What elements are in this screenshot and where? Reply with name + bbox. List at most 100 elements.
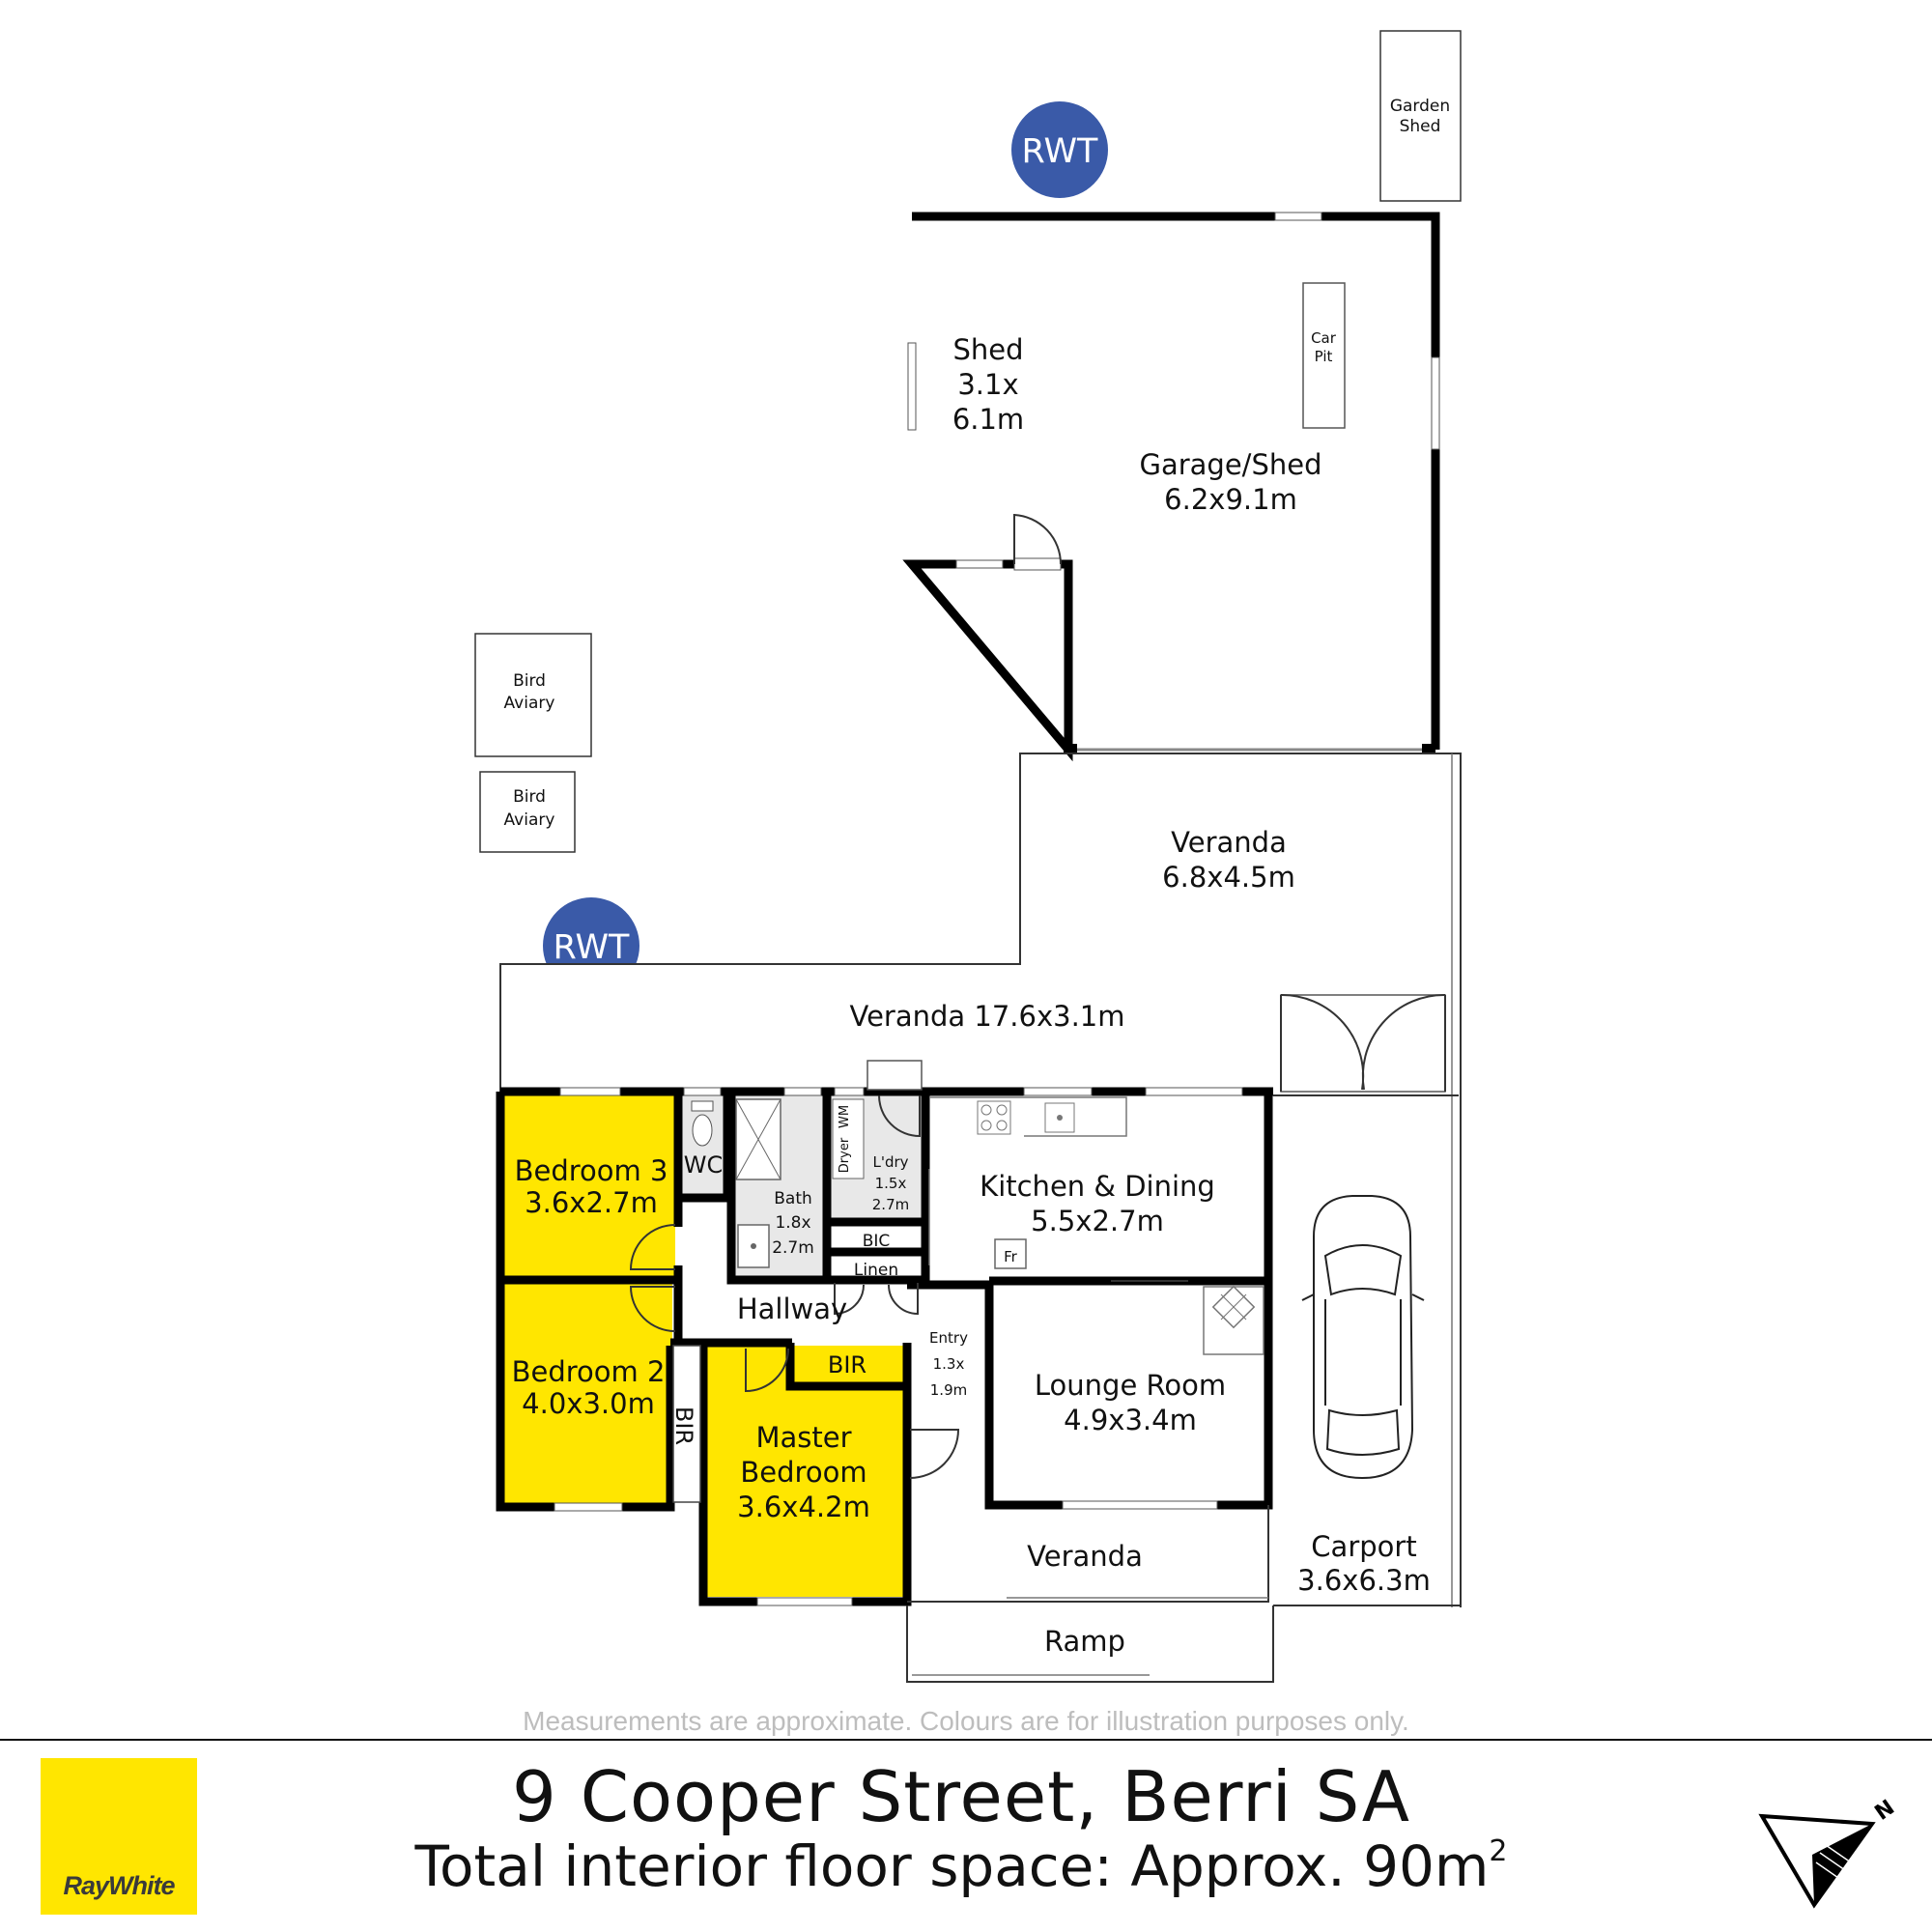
front-veranda-outline <box>907 1505 1269 1603</box>
bird-aviary-1-label: Bird <box>513 671 546 691</box>
hallway-label: Hallway <box>737 1293 847 1325</box>
garage-corner-right <box>1422 744 1435 753</box>
laundry-label-2: 1.5x <box>875 1175 907 1192</box>
veranda-upper-label: Veranda <box>1171 826 1287 859</box>
laundry-label-3: 2.7m <box>872 1196 909 1213</box>
laundry-door-swing <box>878 1094 921 1138</box>
svg-text:N: N <box>1871 1797 1899 1826</box>
bedroom-3-label-2: 3.6x2.7m <box>525 1186 658 1219</box>
bird-aviary-2-label-2: Aviary <box>504 810 555 830</box>
bic-label: BIC <box>863 1232 891 1251</box>
bedroom-2-door <box>629 1286 676 1332</box>
rwt-left-label: RWT <box>554 928 631 967</box>
fireplace-icon <box>1203 1285 1264 1355</box>
wc-label: WC <box>684 1151 724 1179</box>
cooktop-icon <box>977 1100 1011 1135</box>
car-pit <box>1302 282 1346 429</box>
raywhite-logo-text: RayWhite <box>63 1871 175 1900</box>
floor-space-unit-superscript: 2 <box>1489 1834 1508 1868</box>
entry-label: Entry <box>929 1329 968 1347</box>
garage-door-gap <box>1013 557 1062 571</box>
bedroom-3-fill <box>504 1094 675 1276</box>
lounge-label-2: 4.9x3.4m <box>1064 1404 1197 1436</box>
master-label-2: Bedroom <box>740 1456 867 1489</box>
carport-label: Carport <box>1311 1530 1416 1563</box>
car-pit-label: Car <box>1311 329 1337 347</box>
entry-door <box>909 1429 960 1479</box>
dryer-label: Dryer <box>838 1137 852 1173</box>
lounge-label: Lounge Room <box>1035 1369 1226 1402</box>
rainwater-tank-top <box>1011 101 1108 198</box>
fridge-label: Fr <box>1004 1248 1018 1265</box>
entry-label-3: 1.9m <box>930 1381 967 1399</box>
kitchen-label: Kitchen & Dining <box>980 1170 1215 1203</box>
shed-label-2: 3.1x <box>957 368 1018 401</box>
bath-label-2: 1.8x <box>775 1213 810 1233</box>
north-arrow-icon: N <box>1758 1797 1899 1909</box>
bedroom-2-bir <box>672 1345 701 1503</box>
rwt-top-label: RWT <box>1022 132 1099 171</box>
veranda-outline <box>499 753 1462 1607</box>
bedroom-2-label-2: 4.0x3.0m <box>522 1387 655 1420</box>
garden-shed <box>1379 30 1462 202</box>
rwt-left-mask <box>541 965 647 999</box>
veranda-long-label: Veranda 17.6x3.1m <box>849 1000 1124 1033</box>
garage-window-top-frame <box>1274 212 1322 221</box>
laundry-walls <box>831 1092 930 1285</box>
garage-label-2: 6.2x9.1m <box>1164 483 1297 516</box>
sink-icon <box>737 1224 770 1268</box>
bedroom-3-label: Bedroom 3 <box>515 1154 668 1187</box>
shower-icon <box>735 1098 781 1180</box>
garden-shed-label-2: Shed <box>1400 117 1441 136</box>
kitchen-bench <box>928 1096 1127 1265</box>
entry-label-2: 1.3x <box>933 1355 965 1373</box>
laundry-label: L'dry <box>872 1153 908 1171</box>
shed-label-3: 6.1m <box>952 403 1024 436</box>
bedroom-3-wall <box>500 1092 683 1343</box>
garage-window-right <box>1431 356 1440 450</box>
footer-divider <box>0 1739 1932 1741</box>
garage-corner-left <box>1064 744 1077 753</box>
bird-aviary-2 <box>479 771 576 853</box>
shed-label: Shed <box>952 333 1023 366</box>
car-icon <box>1301 1195 1425 1480</box>
bedroom-2-label: Bedroom 2 <box>512 1355 666 1388</box>
house-windows <box>554 1087 1243 1606</box>
bird-aviary-1 <box>474 633 592 757</box>
bird-aviary-1-label-2: Aviary <box>504 694 555 713</box>
wm-label: WM <box>838 1105 852 1128</box>
floor-space-text: Total interior floor space: Approx. 90m <box>414 1833 1490 1899</box>
bird-aviary-2-label: Bird <box>513 787 546 807</box>
dryer-wm-bench <box>832 1098 865 1179</box>
linen-label: Linen <box>854 1261 898 1280</box>
veranda-upper-label-2: 6.8x4.5m <box>1162 861 1295 894</box>
master-door <box>745 1348 789 1393</box>
kitchen-label-2: 5.5x2.7m <box>1031 1205 1164 1237</box>
property-address: 9 Cooper Street, Berri SA <box>512 1756 1410 1837</box>
car-pit-label-2: Pit <box>1315 348 1333 365</box>
toilet-icon <box>691 1100 714 1147</box>
front-veranda-label: Veranda <box>1027 1540 1143 1573</box>
fridge <box>994 1238 1027 1269</box>
garden-shed-label: Garden <box>1390 97 1450 116</box>
linen-doors <box>834 1283 919 1316</box>
floor-space: Total interior floor space: Approx. 90m2 <box>0 1833 1922 1899</box>
laundry-door-step <box>867 1060 923 1091</box>
ramp-outline <box>906 1605 1274 1683</box>
bir-master-label: BIR <box>828 1351 867 1378</box>
bath-label-3: 2.7m <box>772 1238 814 1258</box>
garage-window-bottom <box>955 559 1004 569</box>
bir-side-label: BIR <box>670 1406 697 1445</box>
garage-door-swing <box>1013 513 1063 565</box>
carport-outline <box>1273 1094 1461 1606</box>
raywhite-logo: RayWhite <box>41 1758 197 1915</box>
garage-window-left <box>907 342 917 431</box>
bedroom-3-door <box>629 1224 676 1270</box>
entry-walls <box>902 1280 989 1430</box>
ramp-label: Ramp <box>1044 1625 1125 1658</box>
gate-swing-right <box>1361 993 1446 1092</box>
gate-swing-left <box>1280 993 1365 1092</box>
bath-label: Bath <box>774 1189 812 1208</box>
garage-label: Garage/Shed <box>1140 448 1322 481</box>
